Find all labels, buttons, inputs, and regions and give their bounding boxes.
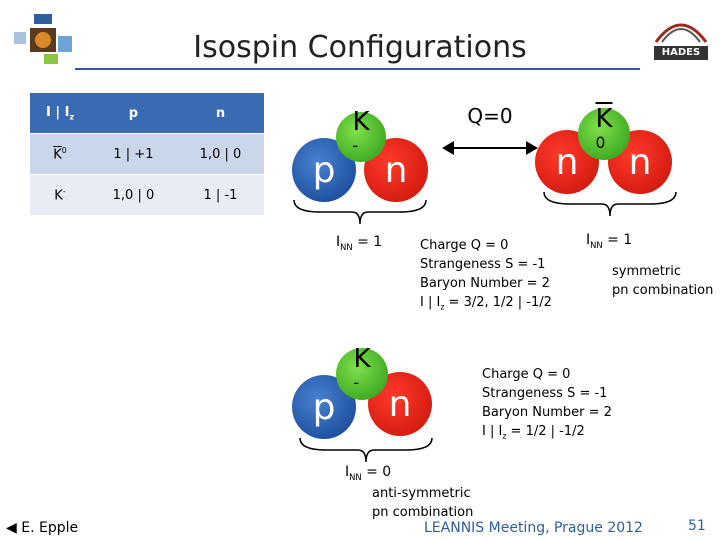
author-label: ◀ E. Epple <box>6 520 79 536</box>
table-cell: 1 | +1 <box>89 133 177 175</box>
table-cell: 1,0 | 0 <box>89 174 177 216</box>
kaon-minus-ball: K- <box>336 344 388 400</box>
speaker-icon: ◀ <box>6 520 17 536</box>
configuration-properties-top: Charge Q = 0 Strangeness S = -1 Baryon N… <box>420 238 552 312</box>
charge-label: Q=0 <box>467 104 513 128</box>
inn-label-top-left: INN = 1 <box>336 234 383 252</box>
title-underline <box>75 68 640 70</box>
hades-logo: HADES <box>650 12 712 64</box>
hades-logo-text: HADES <box>661 47 701 58</box>
table-header-neutron: n <box>176 93 264 134</box>
table-header-row: I | Iz p n <box>30 93 264 134</box>
double-arrow-icon <box>442 141 538 155</box>
table-header-isospin: I | Iz <box>30 93 90 134</box>
table-row-label: K0 <box>30 133 90 175</box>
kaon-minus-ball: K- <box>336 107 386 162</box>
neutron-ball: n <box>364 138 428 202</box>
institution-logo <box>8 8 78 68</box>
symmetric-note: symmetric pn combination <box>612 264 714 298</box>
antisymmetric-note: anti-symmetric pn combination <box>372 486 474 520</box>
inn-label-bottom: INN = 0 <box>345 464 392 482</box>
neutron-ball: n <box>608 130 672 194</box>
inn-label-top-right: INN = 1 <box>586 232 633 250</box>
table-row: K- 1,0 | 0 1 | -1 <box>30 174 264 216</box>
table-header-proton: p <box>89 93 177 134</box>
brace-icon <box>293 199 427 225</box>
table-cell: 1,0 | 0 <box>176 133 264 175</box>
brace-icon <box>299 437 433 463</box>
meeting-label: LEANNIS Meeting, Prague 2012 <box>424 520 643 536</box>
table-row: K0 1 | +1 1,0 | 0 <box>30 133 264 175</box>
page-number: 51 <box>688 518 706 534</box>
page-title: Isospin Configurations <box>193 30 527 65</box>
table-cell: 1 | -1 <box>176 174 264 216</box>
configuration-properties-bottom: Charge Q = 0 Strangeness S = -1 Baryon N… <box>482 367 612 441</box>
table-row-label: K- <box>30 174 90 216</box>
isospin-table: I | Iz p n K0 1 | +1 1,0 | 0 K- 1,0 | 0 … <box>30 93 264 216</box>
brace-icon <box>543 191 677 217</box>
